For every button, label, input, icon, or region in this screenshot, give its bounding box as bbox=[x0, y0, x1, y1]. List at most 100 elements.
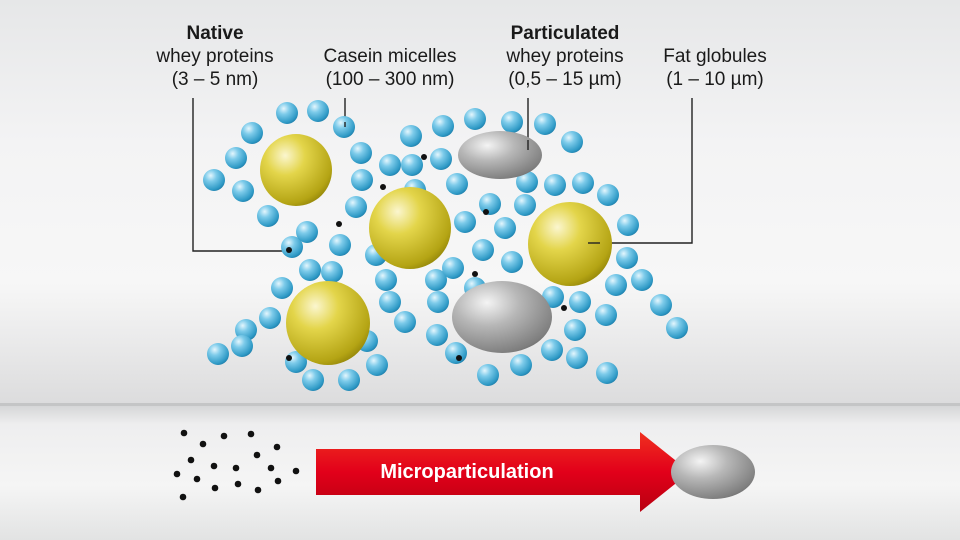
red-arrow-icon bbox=[316, 432, 690, 512]
blue-sphere-icon bbox=[375, 269, 397, 291]
blue-sphere-icon bbox=[572, 172, 594, 194]
gray-ellipsoid-icon bbox=[452, 281, 552, 353]
gray-ellipsoid-icon bbox=[671, 445, 755, 499]
black-dot-icon bbox=[199, 440, 207, 448]
black-dot-icon bbox=[187, 456, 195, 464]
black-dot-icon bbox=[456, 355, 462, 361]
blue-sphere-icon bbox=[631, 269, 653, 291]
label-fat-globules: Fat globules (1 – 10 µm) bbox=[645, 45, 785, 91]
blue-sphere-icon bbox=[302, 369, 324, 391]
blue-sphere-icon bbox=[307, 100, 329, 122]
black-dot-icon bbox=[380, 184, 386, 190]
blue-sphere-icon bbox=[401, 154, 423, 176]
blue-sphere-icon bbox=[225, 147, 247, 169]
yellow-sphere-icon bbox=[260, 134, 332, 206]
divider-line bbox=[0, 403, 960, 406]
black-dot-icon bbox=[253, 451, 261, 459]
label-casein-line2: (100 – 300 nm) bbox=[325, 69, 455, 90]
blue-sphere-icon bbox=[514, 194, 536, 216]
blue-sphere-icon bbox=[516, 171, 538, 193]
blue-sphere-icon bbox=[541, 339, 563, 361]
blue-sphere-icon bbox=[464, 108, 486, 130]
blue-sphere-icon bbox=[597, 184, 619, 206]
blue-sphere-icon bbox=[605, 274, 627, 296]
blue-sphere-icon bbox=[259, 307, 281, 329]
blue-sphere-icon bbox=[501, 251, 523, 273]
blue-sphere-icon bbox=[595, 304, 617, 326]
black-dot-icon bbox=[173, 470, 181, 478]
blue-sphere-icon bbox=[366, 354, 388, 376]
blue-sphere-icon bbox=[427, 291, 449, 313]
leader-line bbox=[588, 98, 693, 244]
blue-sphere-icon bbox=[616, 247, 638, 269]
blue-sphere-icon bbox=[379, 291, 401, 313]
blue-sphere-icon bbox=[333, 116, 355, 138]
label-fat-line2: (1 – 10 µm) bbox=[666, 69, 764, 90]
microparticulation-label: Microparticulation bbox=[380, 461, 554, 483]
blue-sphere-icon bbox=[271, 277, 293, 299]
blue-sphere-icon bbox=[432, 115, 454, 137]
blue-sphere-icon bbox=[338, 369, 360, 391]
black-dot-icon bbox=[234, 480, 242, 488]
black-dot-icon bbox=[211, 484, 219, 492]
black-dot-icon bbox=[180, 429, 188, 437]
particles-layer bbox=[203, 100, 688, 391]
label-native-whey: Native whey proteins (3 – 5 nm) bbox=[145, 22, 285, 91]
blue-sphere-icon bbox=[534, 113, 556, 135]
leader-line bbox=[192, 98, 283, 252]
blue-sphere-icon bbox=[472, 239, 494, 261]
black-dot-icon bbox=[273, 443, 281, 451]
black-dot-icon bbox=[421, 154, 427, 160]
label-particulated-whey: Particulated whey proteins (0,5 – 15 µm) bbox=[480, 22, 650, 91]
blue-sphere-icon bbox=[510, 354, 532, 376]
blue-sphere-icon bbox=[477, 364, 499, 386]
blue-sphere-icon bbox=[445, 342, 467, 364]
blue-sphere-icon bbox=[446, 173, 468, 195]
blue-sphere-icon bbox=[379, 154, 401, 176]
gray-ellipsoid-icon bbox=[458, 131, 542, 179]
blue-sphere-icon bbox=[203, 169, 225, 191]
blue-sphere-icon bbox=[501, 111, 523, 133]
label-native-line2: (3 – 5 nm) bbox=[171, 69, 259, 90]
blue-sphere-icon bbox=[617, 214, 639, 236]
blue-sphere-icon bbox=[479, 193, 501, 215]
label-particulated-line1: whey proteins bbox=[506, 46, 624, 67]
blue-sphere-icon bbox=[544, 174, 566, 196]
blue-sphere-icon bbox=[400, 125, 422, 147]
black-dot-icon bbox=[232, 464, 240, 472]
blue-sphere-icon bbox=[351, 169, 373, 191]
black-dot-icon bbox=[247, 430, 255, 438]
blue-sphere-icon bbox=[321, 261, 343, 283]
yellow-sphere-icon bbox=[528, 202, 612, 286]
blue-sphere-icon bbox=[426, 324, 448, 346]
black-dot-icon bbox=[472, 271, 478, 277]
black-dot-icon bbox=[220, 432, 228, 440]
black-dot-icon bbox=[483, 209, 489, 215]
label-particulated-line2: (0,5 – 15 µm) bbox=[508, 69, 622, 90]
black-dot-icon bbox=[193, 475, 201, 483]
blue-sphere-icon bbox=[650, 294, 672, 316]
blue-sphere-icon bbox=[345, 196, 367, 218]
black-dot-icon bbox=[210, 462, 218, 470]
blue-sphere-icon bbox=[442, 257, 464, 279]
label-casein-line1: Casein micelles bbox=[323, 46, 457, 67]
blue-sphere-icon bbox=[276, 102, 298, 124]
blue-sphere-icon bbox=[561, 131, 583, 153]
label-fat-line1: Fat globules bbox=[663, 46, 767, 67]
blue-sphere-icon bbox=[425, 269, 447, 291]
blue-sphere-icon bbox=[454, 211, 476, 233]
blue-sphere-icon bbox=[296, 221, 318, 243]
black-dot-icon bbox=[561, 305, 567, 311]
label-native-bold: Native bbox=[186, 23, 244, 44]
yellow-sphere-icon bbox=[369, 187, 451, 269]
blue-sphere-icon bbox=[564, 319, 586, 341]
blue-sphere-icon bbox=[257, 205, 279, 227]
black-dot-icon bbox=[336, 221, 342, 227]
blue-sphere-icon bbox=[596, 362, 618, 384]
label-native-line1: whey proteins bbox=[156, 46, 274, 67]
blue-sphere-icon bbox=[566, 347, 588, 369]
blue-sphere-icon bbox=[207, 343, 229, 365]
blue-sphere-icon bbox=[350, 142, 372, 164]
